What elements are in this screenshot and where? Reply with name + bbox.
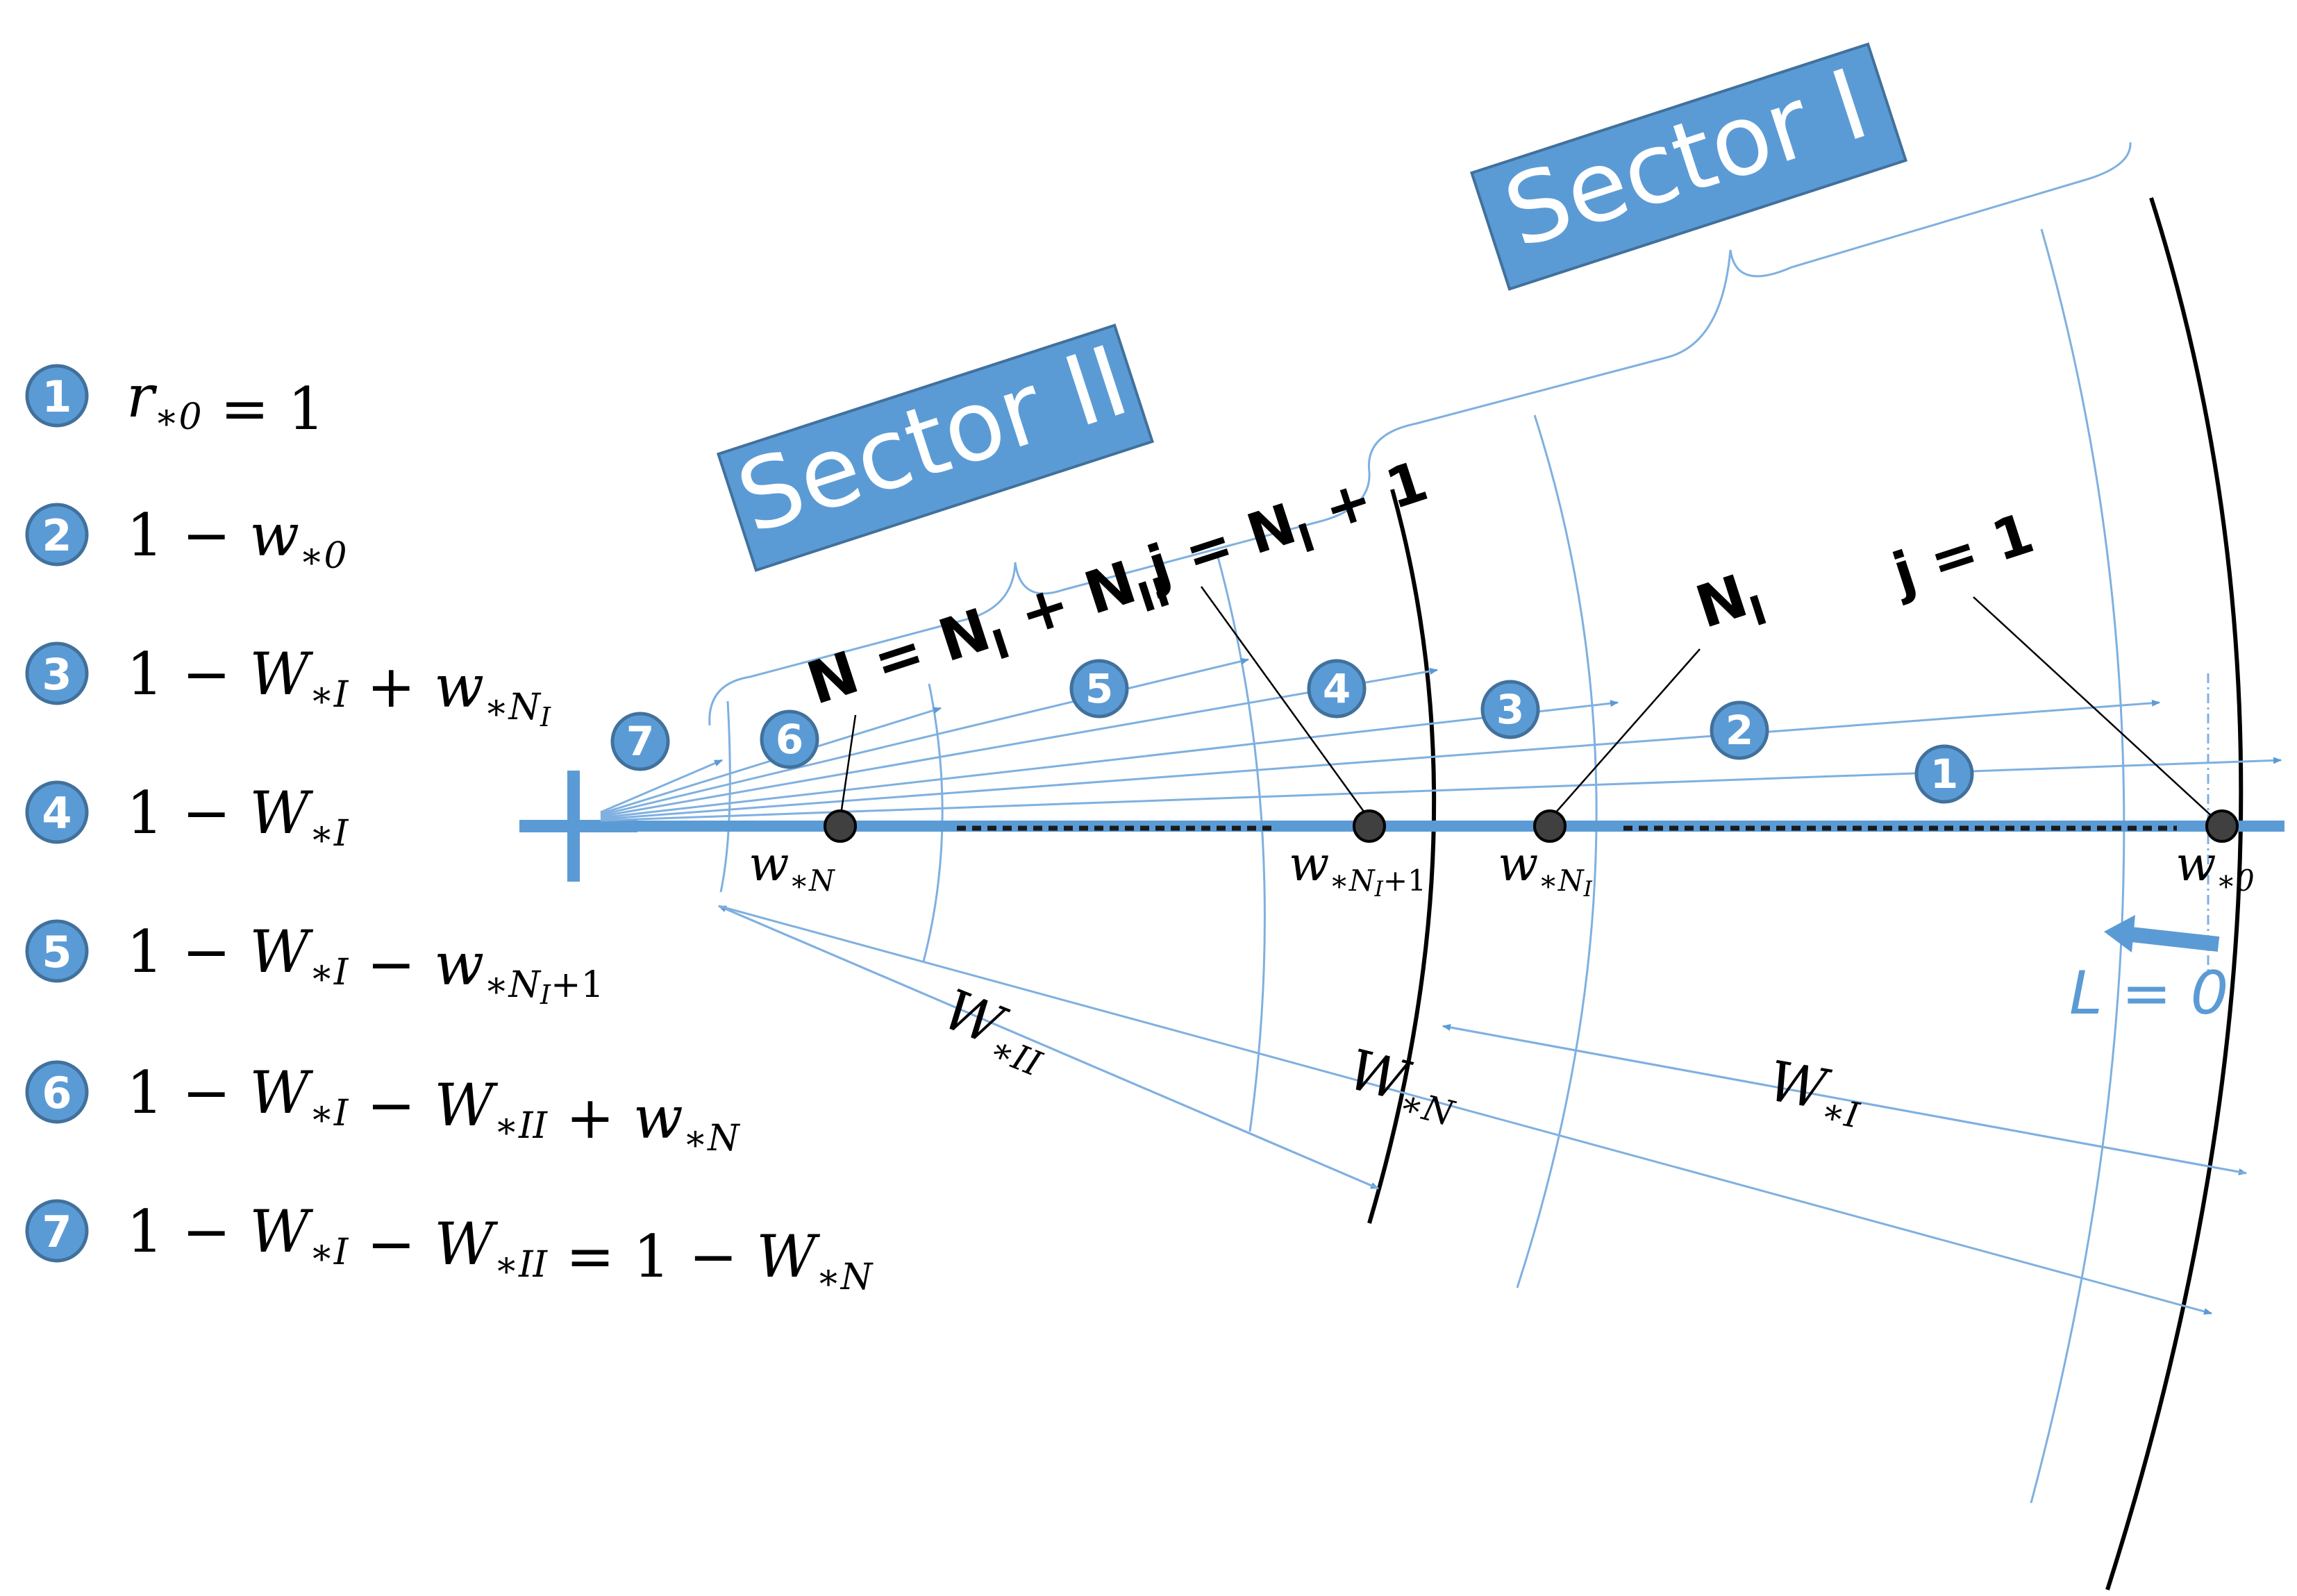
annotation-n-i: NI <box>1688 557 1773 650</box>
legend-number-badge <box>25 919 89 983</box>
legend-expression: 1 − W∗I − w∗NI+1 <box>126 918 604 1010</box>
ray-number-badge <box>1069 659 1129 719</box>
legend-expression: 1 − W∗I <box>126 779 349 855</box>
ray-5 <box>600 657 1249 816</box>
svg-text:w∗NI+1: w∗NI+1 <box>1289 837 1426 902</box>
legend-expression: 1 − W∗I − W∗II + w∗N <box>126 1059 740 1159</box>
ray-number: 1 <box>1930 750 1958 798</box>
annotation-j-1: j = 1 <box>1883 501 2041 607</box>
sector-2-label: Sector II <box>725 324 1141 555</box>
ray-number: 4 <box>1323 665 1351 712</box>
legend-number-badge <box>25 641 89 705</box>
svg-text:W∗N: W∗N <box>1340 1037 1467 1134</box>
legend-number-badge <box>25 1199 89 1263</box>
ray-4 <box>600 667 1438 818</box>
point-dots <box>824 809 2239 843</box>
span-label-w-n: W∗N <box>1340 1037 1467 1134</box>
svg-text:j = NI + 1: j = NI + 1 <box>1138 448 1438 610</box>
point-label-w-ni: w∗NI <box>1498 837 1593 902</box>
ray-number: 6 <box>776 716 803 763</box>
brace-sector-1 <box>1367 142 2132 473</box>
point-label-w-n: w∗N <box>749 837 835 898</box>
ray-number-badge <box>1480 680 1540 739</box>
thick-arcs <box>1367 197 2244 1590</box>
legend-number-badge <box>25 780 89 844</box>
ray-number-badge <box>760 709 819 769</box>
legend-number: 6 <box>42 1068 72 1118</box>
span-w-ii-back <box>718 905 1379 1190</box>
point-label-w-n1: w∗NI+1 <box>1289 837 1426 902</box>
leader-lines <box>839 586 2216 820</box>
ray-number: 5 <box>1085 665 1113 712</box>
center-cross-icon <box>519 771 637 882</box>
ray-number-badge <box>610 712 670 771</box>
legend-number: 7 <box>42 1207 72 1257</box>
ray-number: 2 <box>1726 707 1753 754</box>
dot-w-ni <box>1533 809 1567 843</box>
brace-sector-2 <box>708 471 1371 726</box>
legend-item: 1 r∗0 = 1 <box>25 362 325 443</box>
legend-item: 2 1 − w∗0 <box>25 501 347 577</box>
ray-7 <box>600 759 723 814</box>
legend-number-badge <box>25 1060 89 1124</box>
dot-w-n <box>824 809 857 843</box>
legend-expression: 1 − W∗I − W∗II = 1 − W∗N <box>126 1198 874 1298</box>
svg-text:w∗0: w∗0 <box>2175 837 2255 898</box>
svg-text:NI: NI <box>1688 557 1773 650</box>
span-w-n <box>718 905 2212 1315</box>
svg-text:w∗N: w∗N <box>749 837 835 898</box>
arc-thin-3 <box>1215 551 1266 1132</box>
legend-item: 6 1 − W∗I − W∗II + w∗N <box>25 1059 740 1159</box>
ray-number-badge <box>1914 744 1974 804</box>
span-arrows <box>718 905 2247 1315</box>
l-zero-label: L = 0 <box>2069 959 2228 1028</box>
radial-rays <box>600 657 2282 822</box>
svg-text:j = 1: j = 1 <box>1883 501 2041 607</box>
legend-item: 5 1 − W∗I − w∗NI+1 <box>25 918 604 1010</box>
main-axis <box>637 673 2285 975</box>
legend-number: 2 <box>42 510 72 561</box>
ray-number: 7 <box>626 718 654 765</box>
legend-expression: r∗0 = 1 <box>126 362 325 443</box>
arc-thin-5 <box>2030 228 2125 1504</box>
span-label-w-i: W∗I <box>1762 1048 1869 1136</box>
arc-thin-1 <box>719 700 731 893</box>
legend-number: 4 <box>42 788 72 839</box>
legend-expression: 1 − W∗I + w∗NI <box>126 640 551 732</box>
legend-item: 4 1 − W∗I <box>25 779 349 855</box>
arc-boundary-sector <box>1367 489 1437 1224</box>
annotation-j-n1: j = NI + 1 <box>1138 448 1438 610</box>
legend-expression: 1 − w∗0 <box>126 501 347 577</box>
legend: 1 r∗0 = 1 2 1 − w∗0 3 1 − W∗I + w∗NI 4 1 − W∗I 5… <box>25 362 874 1298</box>
ray-number-badge <box>1710 700 1769 760</box>
arc-outer-boundary <box>2105 197 2244 1590</box>
legend-number-badge <box>25 503 89 566</box>
sector-2-box: Sector II <box>716 324 1155 572</box>
svg-text:w∗NI: w∗NI <box>1498 837 1593 902</box>
ray-1 <box>600 757 2282 822</box>
legend-number-badge <box>25 364 89 428</box>
sector-braces <box>708 142 2132 726</box>
svg-text:W∗I: W∗I <box>1762 1048 1869 1136</box>
ray-2 <box>600 699 2160 821</box>
span-w-i-back <box>1442 1024 2247 1175</box>
arc-thin-4 <box>1516 414 1598 1288</box>
ray-number-badge <box>1307 659 1367 719</box>
legend-item: 7 1 − W∗I − W∗II = 1 − W∗N <box>25 1198 874 1298</box>
point-label-w-0: w∗0 <box>2175 837 2255 898</box>
ray-number: 3 <box>1496 686 1524 733</box>
legend-number: 5 <box>42 927 72 977</box>
ray-3 <box>600 700 1619 819</box>
legend-number: 1 <box>42 371 72 422</box>
legend-item: 3 1 − W∗I + w∗NI <box>25 640 551 732</box>
sector-1-label: Sector I <box>1492 48 1880 271</box>
ray-number-circles: 1 2 3 4 5 6 7 <box>610 659 1974 804</box>
legend-number: 3 <box>42 649 72 700</box>
l-zero-indicator: L = 0 <box>2069 915 2228 1028</box>
dot-w-n1 <box>1353 809 1386 843</box>
dot-w-0 <box>2205 809 2239 843</box>
